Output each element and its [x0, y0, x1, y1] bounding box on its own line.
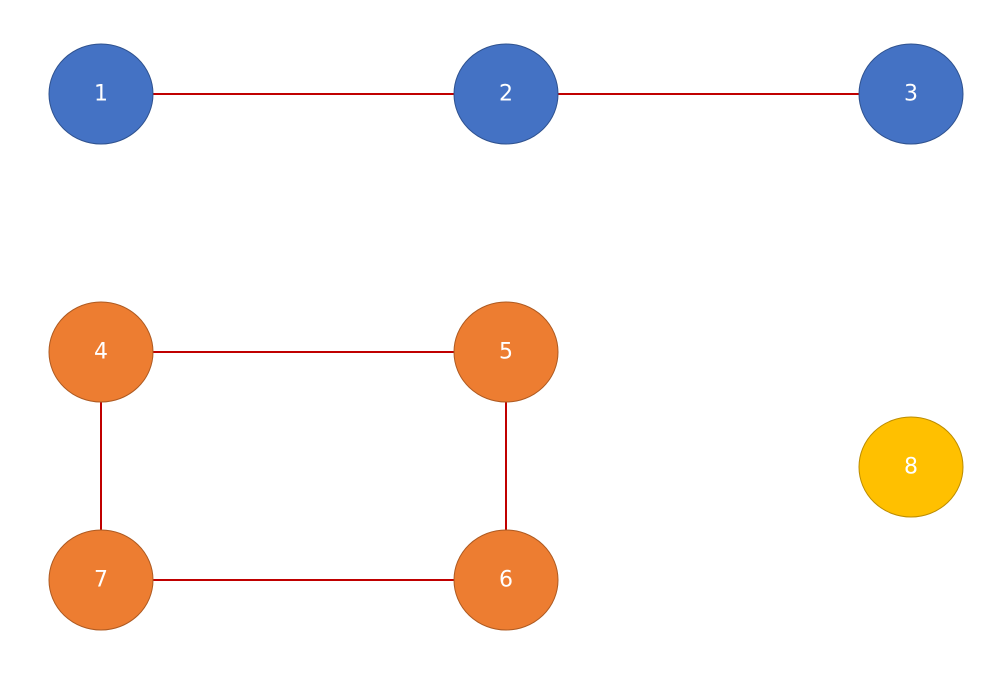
node-circle-3 [858, 43, 964, 145]
node-circle-6 [453, 529, 559, 631]
node-7: 7 [48, 529, 154, 631]
node-circle-8 [858, 416, 964, 518]
node-label-2: 2 [499, 82, 513, 107]
node-circle-7 [48, 529, 154, 631]
node-1: 1 [48, 43, 154, 145]
node-4: 4 [48, 301, 154, 403]
node-label-1: 1 [94, 82, 108, 107]
node-circle-4 [48, 301, 154, 403]
node-label-5: 5 [499, 340, 513, 365]
node-8: 8 [858, 416, 964, 518]
node-label-7: 7 [94, 568, 108, 593]
node-label-8: 8 [904, 455, 918, 480]
node-circle-5 [453, 301, 559, 403]
node-label-3: 3 [904, 82, 918, 107]
node-label-6: 6 [499, 568, 513, 593]
node-3: 3 [858, 43, 964, 145]
nodes-layer: 1 2 3 4 5 6 7 8 [48, 43, 964, 631]
node-5: 5 [453, 301, 559, 403]
node-circle-2 [453, 43, 559, 145]
node-2: 2 [453, 43, 559, 145]
node-circle-1 [48, 43, 154, 145]
node-label-4: 4 [94, 340, 108, 365]
node-6: 6 [453, 529, 559, 631]
